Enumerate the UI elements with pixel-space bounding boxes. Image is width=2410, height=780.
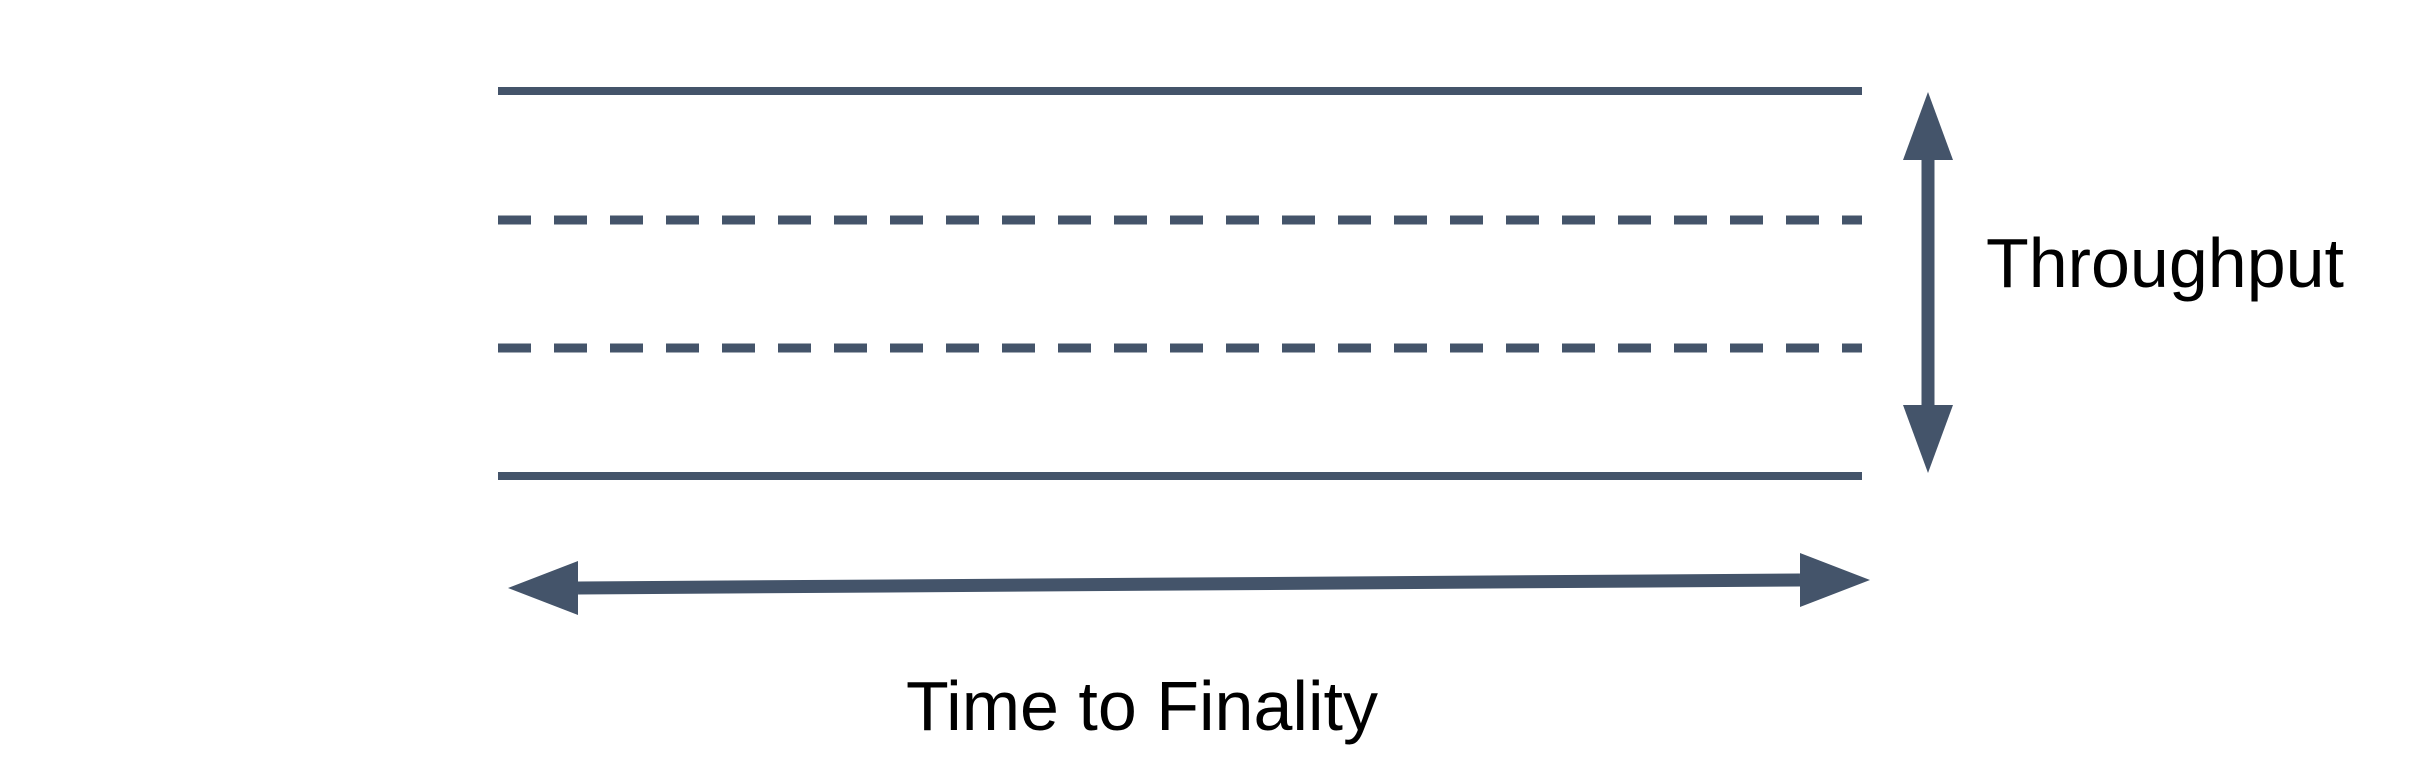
time-to-finality-label: Time to Finality bbox=[906, 667, 1378, 745]
throughput-label: Throughput bbox=[1985, 224, 2345, 302]
throughput-arrow-head-down-icon bbox=[1903, 405, 1953, 473]
time-to-finality-arrow-shaft bbox=[577, 573, 1801, 595]
throughput-arrow bbox=[1903, 92, 1953, 473]
time-to-finality-arrow-head-right-icon bbox=[1800, 553, 1870, 607]
time-to-finality-arrow bbox=[508, 553, 1870, 615]
time-to-finality-arrow-head-left-icon bbox=[508, 561, 578, 615]
throughput-arrow-head-up-icon bbox=[1903, 92, 1953, 160]
